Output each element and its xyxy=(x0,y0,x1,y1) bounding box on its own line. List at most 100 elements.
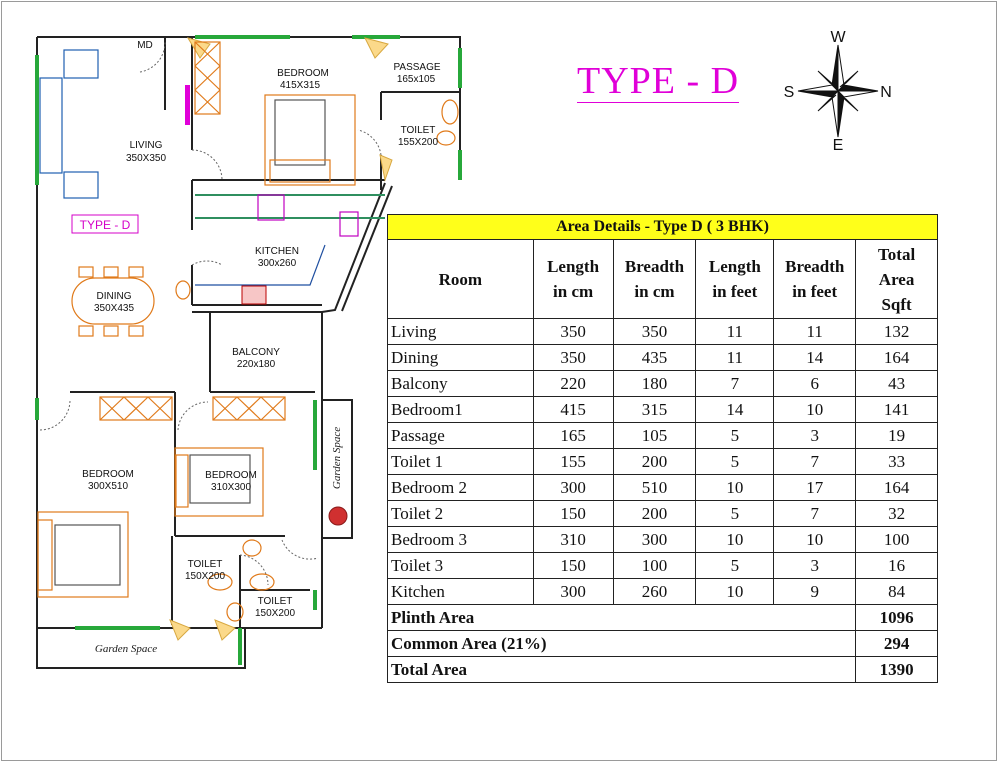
cell-value: 300 xyxy=(532,474,614,501)
kitchen-shelf xyxy=(257,194,285,221)
plant-icon xyxy=(328,506,348,526)
cell-value: 9 xyxy=(773,578,857,605)
cell-value: 141 xyxy=(855,396,938,423)
garden-bottom-label: Garden Space xyxy=(95,643,157,655)
label-bedroom3-size: 310X300 xyxy=(211,482,251,493)
cell-room: Living xyxy=(387,318,534,345)
bed-mattress xyxy=(54,524,121,586)
mirror xyxy=(185,85,190,125)
compass-left: S xyxy=(784,84,795,101)
basin-icon xyxy=(441,99,459,125)
bed-bedroom3 xyxy=(174,447,264,517)
cell-room: Bedroom 3 xyxy=(387,526,534,553)
label-toilet3-size: 150X200 xyxy=(255,608,295,619)
cell-value: 10 xyxy=(773,526,857,553)
label-bedroom3: BEDROOM xyxy=(205,470,257,481)
garden-enclosure-side xyxy=(321,399,353,539)
wall xyxy=(321,182,386,313)
door-leaf xyxy=(379,154,393,182)
cell-value: 3 xyxy=(773,422,857,449)
compass-right: N xyxy=(880,84,892,101)
cell-value: 315 xyxy=(612,396,697,423)
cell-room: Toilet 1 xyxy=(387,448,534,475)
label-dining: DINING xyxy=(97,291,132,302)
common-row: Common Area (21%) 294 xyxy=(386,630,938,657)
cell-value: 32 xyxy=(855,500,938,527)
cell-value: 200 xyxy=(612,448,697,475)
dining-table xyxy=(71,266,155,337)
label-kitchen: KITCHEN xyxy=(255,246,299,257)
cell-value: 150 xyxy=(532,500,614,527)
label-balcony: BALCONY xyxy=(232,347,280,358)
total-label: Total Area xyxy=(386,656,857,683)
plinth-row: Plinth Area 1096 xyxy=(386,604,938,631)
cell-value: 11 xyxy=(695,344,775,371)
garden-side-label: Garden Space xyxy=(331,427,343,489)
cell-value: 19 xyxy=(855,422,938,449)
door-swing xyxy=(281,539,319,560)
cell-value: 132 xyxy=(855,318,938,345)
cell-value: 5 xyxy=(695,552,775,579)
cell-value: 14 xyxy=(773,344,857,371)
label-toilet3: TOILET xyxy=(258,596,293,607)
cell-value: 435 xyxy=(612,344,697,371)
cell-room: Bedroom1 xyxy=(387,396,534,423)
plinth-value: 1096 xyxy=(855,604,938,631)
cell-value: 10 xyxy=(773,396,857,423)
table-caption: Area Details - Type D ( 3 BHK) xyxy=(387,214,938,240)
common-label: Common Area (21%) xyxy=(386,630,857,657)
door-swing xyxy=(191,260,223,266)
total-value: 1390 xyxy=(855,656,938,683)
total-row: Total Area 1390 xyxy=(386,656,938,683)
label-living: LIVING xyxy=(130,140,163,151)
cell-room: Passage xyxy=(387,422,534,449)
common-value: 294 xyxy=(855,630,938,657)
label-toilet1: TOILET xyxy=(401,125,436,136)
cell-value: 11 xyxy=(773,318,857,345)
cell-room: Dining xyxy=(387,344,534,371)
cell-value: 5 xyxy=(695,500,775,527)
label-toilet2: TOILET xyxy=(188,559,223,570)
door-leaf xyxy=(214,619,236,641)
wardrobe xyxy=(212,396,286,421)
compass-top: W xyxy=(830,29,846,46)
cell-value: 350 xyxy=(532,318,614,345)
cell-value: 220 xyxy=(532,370,614,397)
cell-room: Toilet 2 xyxy=(387,500,534,527)
cell-value: 10 xyxy=(695,526,775,553)
cell-room: Kitchen xyxy=(387,578,534,605)
type-tag: TYPE - D xyxy=(80,218,131,232)
label-bedroom2: BEDROOM xyxy=(82,469,134,480)
cell-room: Toilet 3 xyxy=(387,552,534,579)
label-bedroom1: BEDROOM xyxy=(277,68,329,79)
cell-room: Balcony xyxy=(387,370,534,397)
basin-icon xyxy=(175,280,191,300)
bed-pillows xyxy=(269,159,331,183)
cell-value: 14 xyxy=(695,396,775,423)
wc-icon xyxy=(207,573,233,591)
label-balcony-size: 220x180 xyxy=(237,359,276,370)
door-swing xyxy=(191,149,223,181)
label-dining-size: 350X435 xyxy=(94,303,134,314)
cell-value: 164 xyxy=(855,474,938,501)
cell-value: 350 xyxy=(532,344,614,371)
basin-icon xyxy=(226,602,244,622)
door-swing xyxy=(139,41,166,73)
cell-value: 10 xyxy=(695,578,775,605)
cell-value: 350 xyxy=(612,318,697,345)
cell-value: 310 xyxy=(532,526,614,553)
sink-icon xyxy=(339,211,359,237)
wardrobe xyxy=(194,41,221,115)
wc-icon xyxy=(249,573,275,591)
wall xyxy=(165,36,461,180)
